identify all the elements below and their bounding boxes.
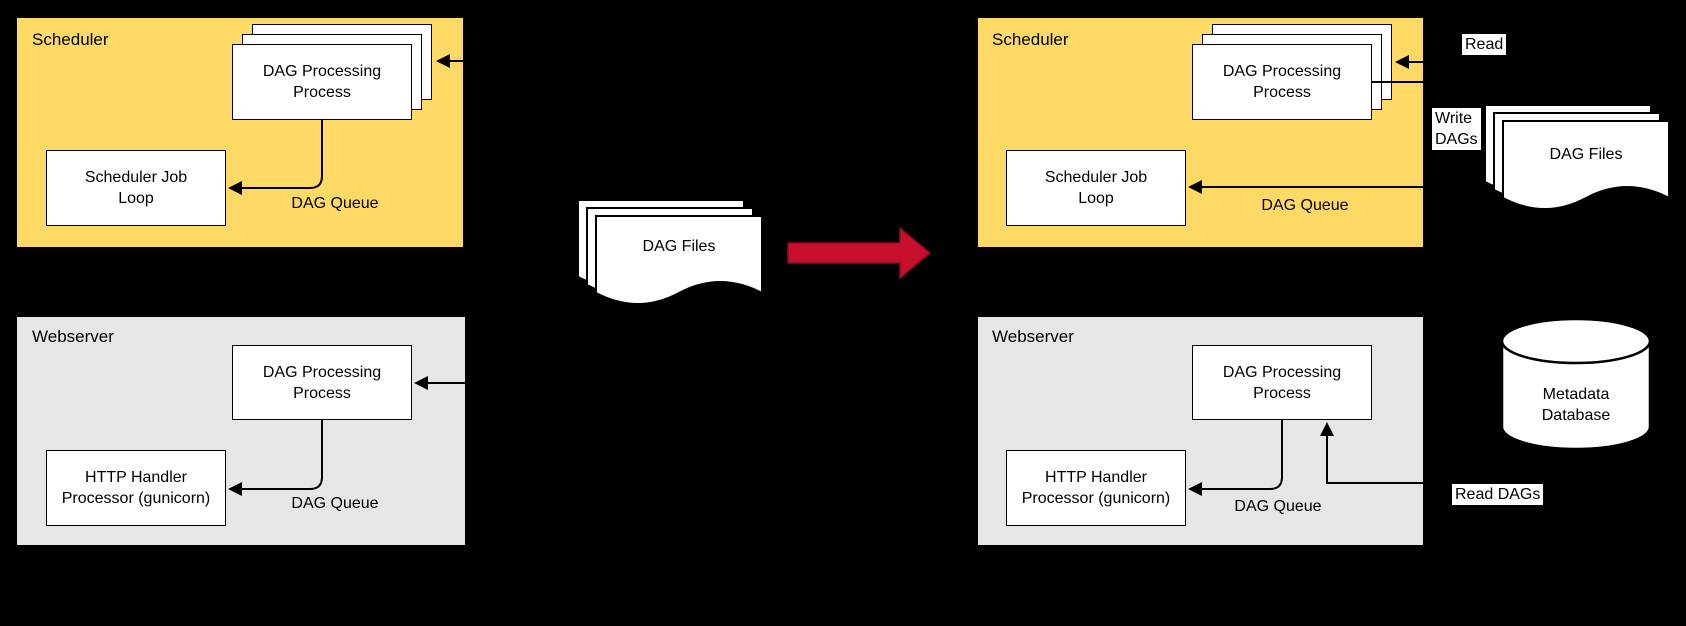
before-scheduler-dag-processing-box: DAG Processing Process: [232, 44, 412, 120]
after-scheduler-title: Scheduler: [992, 30, 1069, 49]
arrowhead-icon: [1320, 422, 1334, 436]
arrowhead-icon: [228, 482, 242, 496]
before-webserver-http-handler-box: HTTP Handler Processor (gunicorn): [46, 450, 226, 526]
arrowhead-icon: [414, 376, 428, 390]
arrowhead-icon: [228, 181, 242, 195]
before-scheduler-dag-queue-label: DAG Queue: [291, 195, 379, 212]
after-dag-files-label: DAG Files: [1549, 146, 1623, 163]
after-scheduler-dag-queue-label: DAG Queue: [1261, 197, 1349, 214]
before-webserver-dag-queue-label: DAG Queue: [291, 495, 379, 512]
before-scheduler-job-loop-box: Scheduler Job Loop: [46, 150, 226, 226]
database-icon: [1500, 317, 1652, 451]
write-dags-annotation: Write DAGs: [1432, 108, 1481, 150]
arrowhead-icon: [1188, 482, 1202, 496]
after-webserver-queue-curve: [1202, 420, 1283, 490]
transform-arrow-icon: [787, 226, 932, 280]
after-webserver-http-handler-box: HTTP Handler Processor (gunicorn): [1006, 450, 1186, 526]
after-scheduler-job-loop-box: Scheduler Job Loop: [1006, 150, 1186, 226]
read-annotation: Read: [1462, 34, 1507, 55]
metadata-database-label: Metadata Database: [1541, 386, 1611, 424]
before-dag-files-label: DAG Files: [642, 238, 716, 255]
document-icon: [595, 215, 763, 305]
after-webserver-dag-processing-box: DAG Processing Process: [1192, 345, 1372, 420]
before-scheduler-queue-curve: [242, 120, 323, 189]
document-icon: [1502, 120, 1670, 210]
read-dags-annotation: Read DAGs: [1452, 484, 1544, 505]
arrowhead-icon: [1188, 180, 1202, 194]
arrowhead-icon: [436, 54, 450, 68]
after-scheduler-dag-processing-box: DAG Processing Process: [1192, 44, 1372, 120]
before-scheduler-title: Scheduler: [32, 30, 109, 49]
before-webserver-dag-processing-box: DAG Processing Process: [232, 345, 412, 420]
arrowhead-icon: [1395, 55, 1409, 69]
before-webserver-queue-curve: [242, 420, 323, 490]
after-webserver-title: Webserver: [992, 327, 1074, 346]
after-webserver-read-dags-elbow: [1326, 436, 1500, 484]
after-webserver-dag-queue-label: DAG Queue: [1234, 498, 1322, 515]
before-webserver-title: Webserver: [32, 327, 114, 346]
